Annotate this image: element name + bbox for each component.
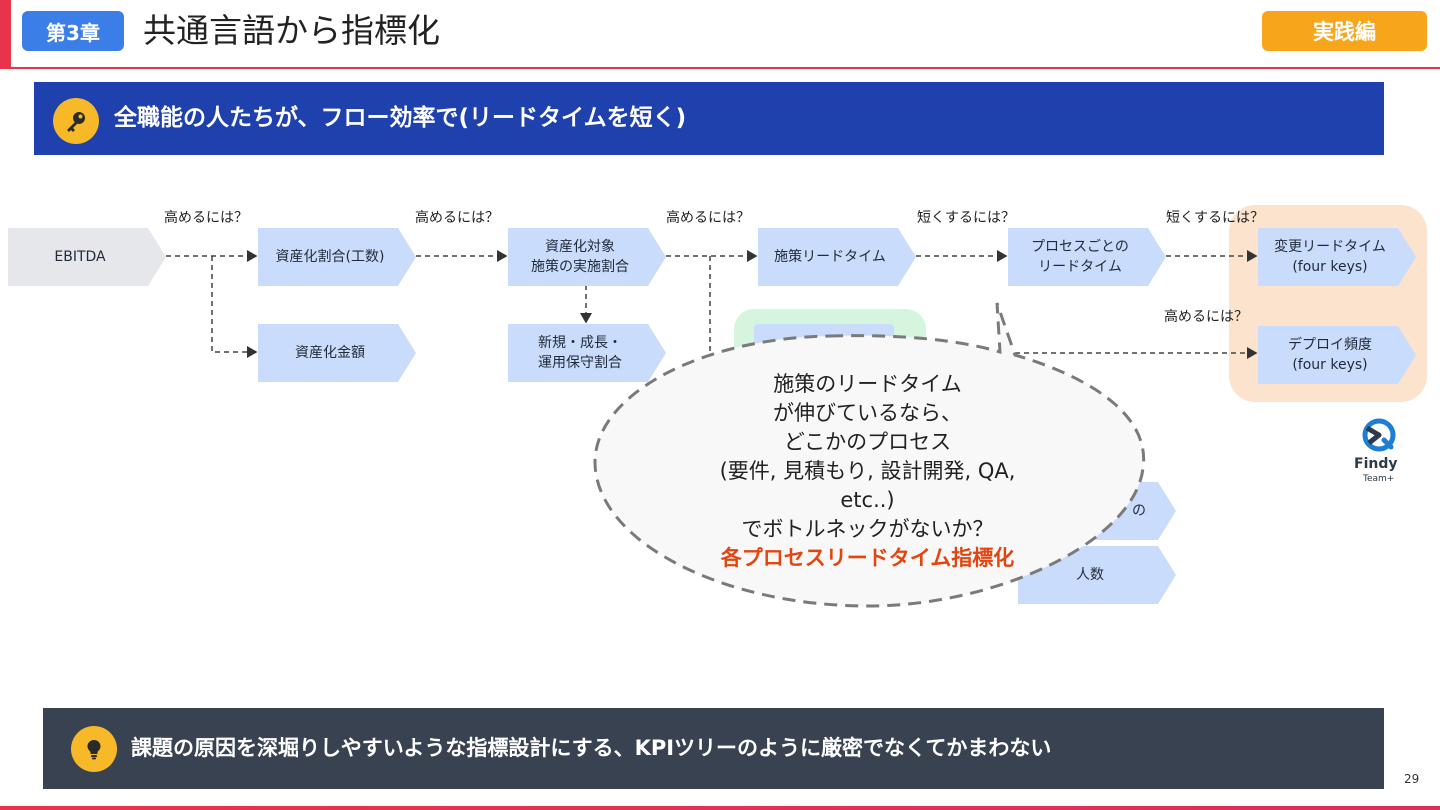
node-label: 人数 (1076, 567, 1104, 583)
question-label: 短くするには？ (1166, 210, 1264, 226)
logo-subtitle: Team+ (1363, 474, 1395, 484)
key-icon (53, 98, 99, 144)
callout-line: etc..) (840, 488, 895, 512)
node-capitalization-ratio: 資産化割合(工数) (258, 228, 416, 286)
callout-line: でボトルネックがないか？ (741, 517, 994, 541)
node-label: デプロイ頻度(four keys) (1288, 337, 1372, 373)
callout-text: 施策のリードタイム が伸びているなら、 どこかのプロセス (要件, 見積もり, … (655, 370, 1080, 573)
footer-accent-bar (0, 806, 1440, 810)
practice-badge: 実践編 (1262, 11, 1427, 51)
node-label: の (1132, 503, 1146, 519)
question-label: 高めるには？ (666, 210, 750, 226)
chapter-badge: 第3章 (22, 11, 124, 51)
page-number: 29 (1404, 772, 1420, 786)
callout-line: が伸びているなら、 (773, 401, 962, 425)
page-title: 共通言語から指標化 (143, 11, 440, 50)
node-new-growth-ratio: 新規・成長・運用保守割合 (508, 324, 666, 382)
tip-text: 課題の原因を深堀りしやすいような指標設計にする、KPIツリーのように厳密でなくて… (131, 736, 1052, 760)
node-label: 施策リードタイム (774, 249, 886, 265)
node-label: 資産化割合(工数) (275, 249, 385, 265)
callout-line: 施策のリードタイム (773, 372, 962, 396)
node-label: 資産化対象施策の実施割合 (531, 239, 629, 275)
question-label: 高めるには？ (415, 210, 499, 226)
question-label: 高めるには？ (164, 210, 248, 226)
question-label: 短くするには？ (917, 210, 1015, 226)
node-deploy-frequency: デプロイ頻度(four keys) (1258, 326, 1416, 384)
logo-wordmark: Findy (1354, 456, 1398, 472)
callout-line: どこかのプロセス (783, 430, 952, 454)
lightbulb-icon (71, 726, 117, 772)
tip-banner: 課題の原因を深堀りしやすいような指標設計にする、KPIツリーのように厳密でなくて… (43, 708, 1384, 789)
question-label: 高めるには？ (1164, 309, 1248, 325)
header-accent-bar (0, 0, 11, 68)
node-label: EBITDA (54, 249, 106, 265)
node-label: プロセスごとのリードタイム (1031, 239, 1129, 275)
key-message-banner: 全職能の人たちが、フロー効率で(リードタイムを短く) (34, 82, 1384, 155)
node-label: 新規・成長・運用保守割合 (538, 335, 622, 371)
header-divider (0, 67, 1440, 69)
node-label: 変更リードタイム(four keys) (1274, 239, 1386, 275)
node-label: 資産化金額 (295, 345, 365, 361)
node-change-lead-time: 変更リードタイム(four keys) (1258, 228, 1416, 286)
node-capitalized-target: 資産化対象施策の実施割合 (508, 228, 666, 286)
callout-highlight: 各プロセスリードタイム指標化 (720, 546, 1015, 570)
node-capitalization-amount: 資産化金額 (258, 324, 416, 382)
findy-logo-icon (1362, 418, 1396, 452)
callout-line: (要件, 見積もり, 設計開発, QA, (719, 459, 1016, 483)
arrow-ebitda-to-amount (211, 256, 258, 358)
node-ebitda: EBITDA (8, 228, 166, 286)
node-process-lead-time: プロセスごとのリードタイム (1008, 228, 1166, 286)
node-initiative-lead-time: 施策リードタイム (758, 228, 916, 286)
key-message-text: 全職能の人たちが、フロー効率で(リードタイムを短く) (114, 105, 687, 131)
